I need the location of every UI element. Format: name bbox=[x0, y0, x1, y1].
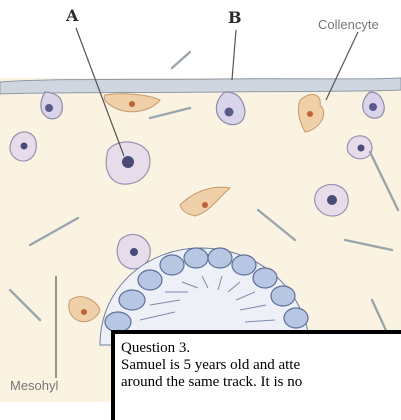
question-line-2: around the same track. It is no bbox=[121, 374, 401, 391]
question-title: Question 3. bbox=[121, 340, 401, 357]
label-a: A bbox=[66, 6, 78, 25]
label-b: B bbox=[228, 8, 242, 27]
question-panel: Question 3. Samuel is 5 years old and at… bbox=[111, 330, 401, 420]
label-collencyte: Collencyte bbox=[318, 17, 379, 32]
top-white-area bbox=[0, 0, 401, 78]
question-line-1: Samuel is 5 years old and atte bbox=[121, 357, 401, 374]
pinacoderm-layer bbox=[0, 78, 401, 94]
label-mesohyl: Mesohyl bbox=[10, 378, 58, 393]
